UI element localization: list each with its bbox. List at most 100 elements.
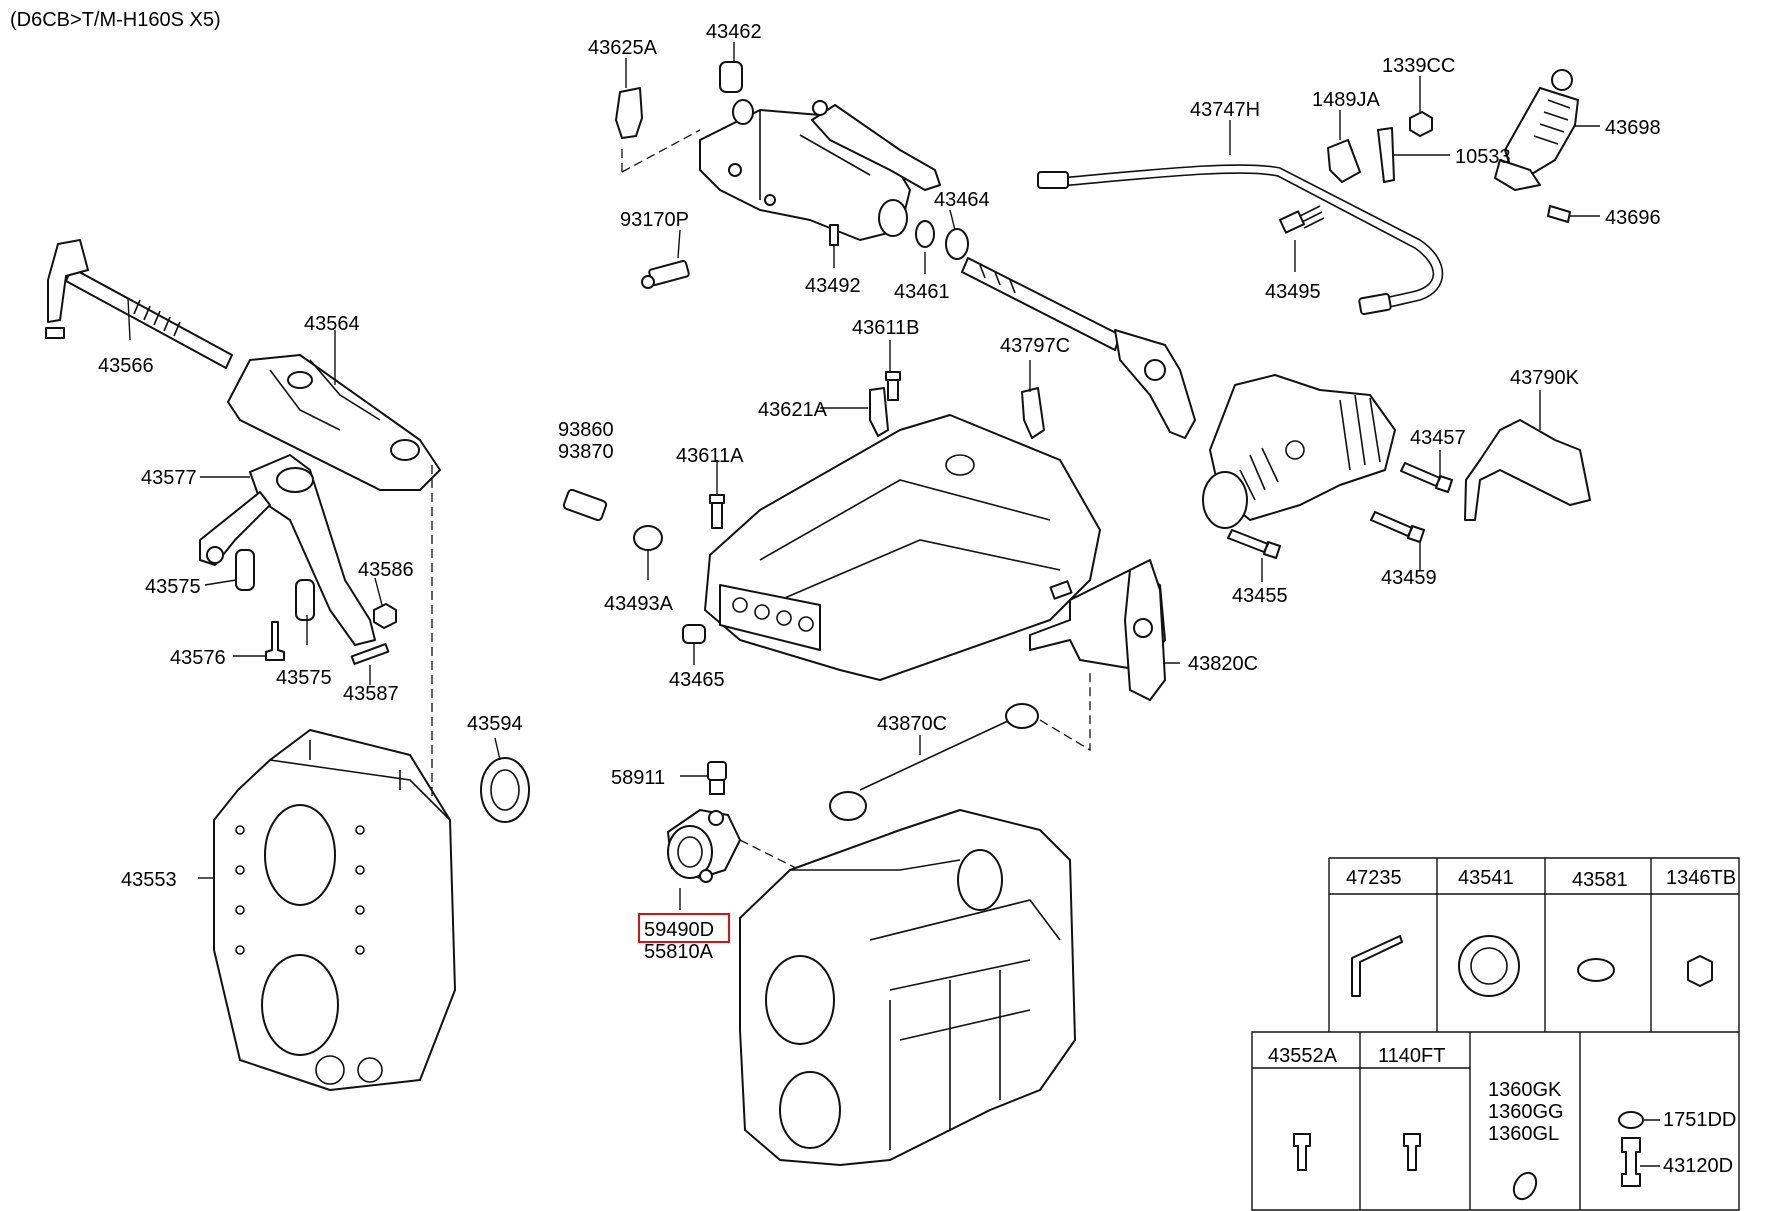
nut-1339CC-drawing <box>1409 111 1433 137</box>
legend-1360GG: 1360GG <box>1488 1101 1564 1123</box>
actuator-43698-drawing <box>1494 69 1579 191</box>
label-43493A: 43493A <box>604 593 674 615</box>
label-43576: 43576 <box>170 647 226 669</box>
clip-1489JA-drawing <box>1327 139 1361 183</box>
sensor-59490D-drawing <box>667 809 741 883</box>
label-1489JA: 1489JA <box>1312 89 1380 111</box>
label-43455: 43455 <box>1232 585 1288 607</box>
legend-47235: 47235 <box>1346 867 1402 889</box>
seal-43594-drawing <box>480 757 530 823</box>
label-43586: 43586 <box>358 559 414 581</box>
shift-fork-43577-drawing <box>199 454 376 646</box>
pin-43492-drawing <box>829 224 839 246</box>
label-59490D: 59490D <box>644 919 714 941</box>
bracket-43820C-drawing <box>1029 559 1166 701</box>
label-43495: 43495 <box>1265 281 1321 303</box>
label-43465: 43465 <box>669 669 725 691</box>
label-43462: 43462 <box>706 21 762 43</box>
bracket-43790K-drawing <box>1464 419 1591 521</box>
label-43790K: 43790K <box>1510 367 1580 389</box>
legend-1346TB: 1346TB <box>1666 867 1736 889</box>
switch-93170P-drawing <box>641 260 690 289</box>
label-58911: 58911 <box>611 767 665 789</box>
legend-drawing-43552A <box>1293 1133 1311 1171</box>
legend-drawing-1360GK <box>1512 1171 1538 1201</box>
rod-43870C-drawing <box>829 703 1039 821</box>
legend-drawing-43581 <box>1577 958 1615 982</box>
bracket-43797C-drawing <box>1021 387 1045 439</box>
bracket-10533-drawing <box>1377 127 1395 183</box>
legend-drawing-1346TB <box>1687 955 1713 987</box>
legend-drawing-43541 <box>1458 935 1520 997</box>
label-43553: 43553 <box>121 869 177 891</box>
label-43464: 43464 <box>934 189 990 211</box>
legend-43581: 43581 <box>1572 869 1628 891</box>
legend-43120D: 43120D <box>1663 1155 1733 1177</box>
label-93860: 93860 <box>558 419 614 441</box>
legend-drawing-43120D <box>1621 1137 1641 1187</box>
hose-43747H-drawing <box>1037 164 1444 316</box>
bush-43465-drawing <box>682 624 706 644</box>
bracket-43625A-drawing <box>615 87 643 139</box>
label-43457: 43457 <box>1410 427 1466 449</box>
bracket-43621A-drawing <box>869 387 889 437</box>
center-housing-drawing <box>704 414 1101 681</box>
shift-tower-drawing <box>699 61 941 241</box>
cover-43564-drawing <box>227 354 441 491</box>
label-43575-left: 43575 <box>145 576 201 598</box>
label-55810A: 55810A <box>644 941 714 963</box>
plug-58911-drawing <box>707 761 727 795</box>
nut-43586-drawing <box>373 603 397 629</box>
rear-housing-drawing <box>739 809 1076 1166</box>
diagram-title: (D6CB>T/M-H160S X5) <box>10 9 221 31</box>
label-43492: 43492 <box>805 275 861 297</box>
pad-43575b-drawing <box>295 579 315 621</box>
label-43594: 43594 <box>467 713 523 735</box>
highlight-box-59490D <box>638 913 730 943</box>
label-1339CC: 1339CC <box>1382 55 1455 77</box>
bolt-43611A-drawing <box>709 494 725 529</box>
label-93170P: 93170P <box>620 209 689 231</box>
bolt-43611B-drawing <box>885 371 901 401</box>
legend-43552A: 43552A <box>1268 1045 1338 1067</box>
shift-shaft-drawing <box>961 257 1196 439</box>
switch-93860-drawing <box>562 488 608 522</box>
legend-table: 47235 43541 43581 1346TB 43552A 1140FT 1… <box>1251 857 1740 1211</box>
label-43820C: 43820C <box>1188 653 1258 675</box>
label-43459: 43459 <box>1381 567 1437 589</box>
label-10533: 10533 <box>1455 146 1511 168</box>
bolt-43455-drawing <box>1227 529 1281 559</box>
part-labels: 43625A 43462 93170P 43492 43461 43464 43… <box>98 21 1661 963</box>
label-43577: 43577 <box>141 467 197 489</box>
legend-1140FT: 1140FT <box>1378 1045 1445 1067</box>
label-43696: 43696 <box>1605 207 1661 229</box>
legend-1751DD: 1751DD <box>1663 1109 1736 1131</box>
label-43870C: 43870C <box>877 713 947 735</box>
seal-43464-drawing <box>945 228 969 260</box>
bolt-43495-drawing <box>1278 205 1325 234</box>
legend-drawing-1140FT <box>1403 1133 1421 1171</box>
seal-43461-drawing <box>915 220 935 248</box>
label-43611A: 43611A <box>676 445 744 467</box>
bolt-43457-drawing <box>1400 462 1453 493</box>
label-43564: 43564 <box>304 313 360 335</box>
legend-drawing-47235 <box>1351 935 1403 997</box>
case-43553-drawing <box>213 729 456 1091</box>
legend-43541: 43541 <box>1458 867 1514 889</box>
label-43698: 43698 <box>1605 117 1661 139</box>
bolt-43696-drawing <box>1547 205 1571 223</box>
label-43566: 43566 <box>98 355 154 377</box>
legend-1360GL: 1360GL <box>1488 1123 1559 1145</box>
washer-43493A-drawing <box>633 525 663 551</box>
shaft-43566-drawing <box>45 239 233 369</box>
label-43461: 43461 <box>894 281 950 303</box>
pad-43575a-drawing <box>235 549 255 591</box>
label-43575-bottom: 43575 <box>276 667 332 689</box>
bolt-43459-drawing <box>1370 511 1425 543</box>
label-43611B: 43611B <box>852 317 919 339</box>
bolt-43576-drawing <box>265 621 285 661</box>
label-43747H: 43747H <box>1190 99 1260 121</box>
legend-1360GK: 1360GK <box>1488 1079 1562 1101</box>
leader-lines <box>127 42 1600 910</box>
